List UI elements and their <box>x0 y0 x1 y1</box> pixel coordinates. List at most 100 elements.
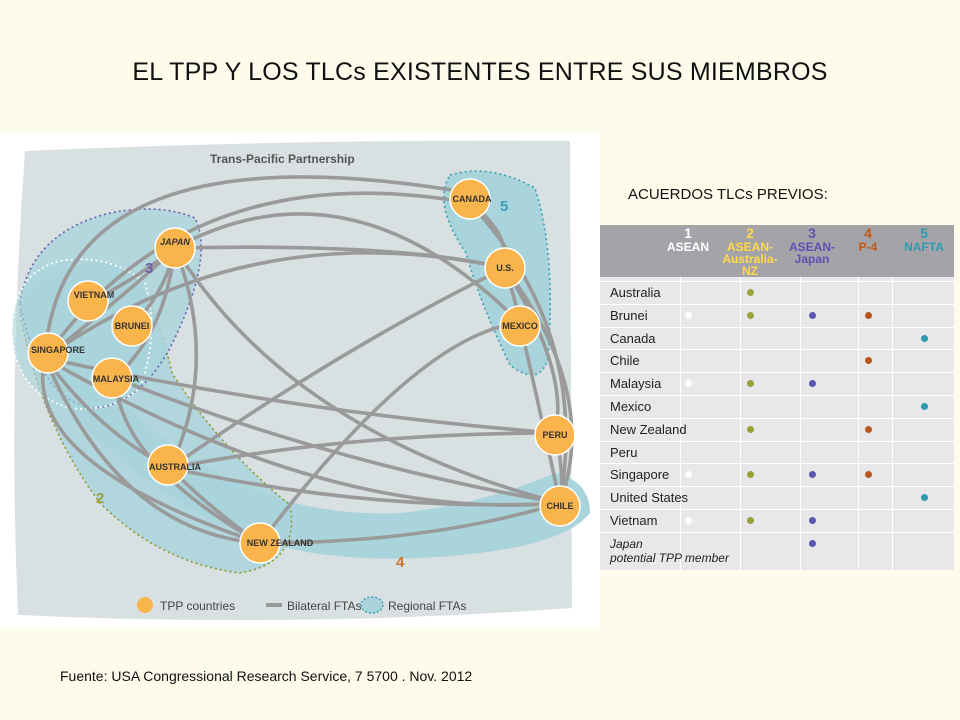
row-label-line: Japan <box>610 536 643 551</box>
node-japan[interactable]: JAPAN <box>154 227 196 269</box>
svg-text:CANADA: CANADA <box>453 194 492 204</box>
legend-node-swatch <box>137 597 153 613</box>
legend-regional-ftas: Regional FTAs <box>388 599 466 613</box>
link <box>168 246 199 470</box>
membership-dot <box>746 380 754 388</box>
table-row: Chile <box>600 349 954 371</box>
svg-text:NEW ZEALAND: NEW ZEALAND <box>247 538 314 548</box>
row-country-label: Vietnam <box>610 513 658 528</box>
column-number: 1 <box>684 225 692 241</box>
row-country-label: United States <box>610 490 689 506</box>
column-number: 5 <box>920 225 928 241</box>
tpp-diagram: Trans-Pacific Partnership <box>0 133 600 628</box>
column-divider <box>892 277 893 570</box>
svg-text:BRUNEI: BRUNEI <box>115 321 150 331</box>
node-australia[interactable]: AUSTRALIA <box>147 444 201 486</box>
table-title: ACUERDOS TLCs PREVIOS: <box>628 186 828 203</box>
node-us[interactable]: U.S. <box>484 247 526 289</box>
membership-dot <box>920 403 928 410</box>
column-label: Australia-NZ <box>722 252 778 278</box>
table-row: Mexico <box>600 395 954 417</box>
membership-dot <box>746 471 754 479</box>
node-mexico[interactable]: MEXICO <box>499 305 541 347</box>
row-country-label: Canada <box>610 330 656 346</box>
column-number: 3 <box>808 225 816 241</box>
table-row: Australia <box>600 281 954 303</box>
membership-dot <box>684 471 692 479</box>
link <box>168 431 557 470</box>
row-country-label: New Zealand <box>610 421 687 437</box>
row-country-label: Mexico <box>610 399 652 414</box>
link <box>168 466 562 507</box>
column-label: ASEAN- <box>788 240 835 254</box>
row-country-label: Chile <box>610 353 640 369</box>
membership-dot <box>746 517 754 524</box>
group-number-2: 2 <box>96 490 104 507</box>
tpp-network-svg: Trans-Pacific Partnership <box>7 140 590 621</box>
row-country-label: Peru <box>610 444 638 460</box>
membership-dot <box>864 471 872 479</box>
column-label: ASEAN <box>666 240 709 254</box>
column-number: 4 <box>864 225 872 241</box>
group-number-5: 5 <box>500 198 508 215</box>
membership-dot <box>864 357 872 365</box>
link <box>173 246 562 505</box>
node-brunei[interactable]: BRUNEI <box>111 305 153 347</box>
table-row: Canada <box>600 326 954 349</box>
table-row: United States <box>600 486 954 508</box>
membership-dot <box>746 311 754 319</box>
column-label: NAFTA <box>904 240 944 254</box>
column-label: P-4 <box>858 240 878 254</box>
membership-dot <box>920 494 928 502</box>
table-row: Peru <box>600 440 954 463</box>
link <box>168 266 507 470</box>
svg-text:SINGAPORE: SINGAPORE <box>31 345 85 355</box>
link <box>503 266 574 505</box>
membership-dot <box>808 517 816 524</box>
node-new-zealand[interactable]: NEW ZEALAND <box>239 522 314 564</box>
row-label-line: potential TPP member <box>610 550 729 565</box>
membership-dot <box>746 425 754 433</box>
diagram-legend: TPP countries Bilateral FTAs Regional FT… <box>137 596 466 614</box>
node-canada[interactable]: CANADA <box>449 178 492 220</box>
svg-text:MEXICO: MEXICO <box>502 321 538 331</box>
node-singapore[interactable]: SINGAPORE <box>27 332 85 374</box>
table-row: Malaysia <box>600 372 954 394</box>
node-vietnam[interactable]: VIETNAM <box>67 280 115 322</box>
membership-dot <box>808 380 816 388</box>
membership-dot <box>864 311 872 319</box>
column-number: 2 <box>746 225 754 241</box>
svg-text:JAPAN: JAPAN <box>160 237 190 247</box>
membership-dot <box>684 311 692 319</box>
table-row: Vietnam <box>600 509 954 531</box>
row-country-label: Singapore <box>610 467 670 483</box>
svg-text:VIETNAM: VIETNAM <box>74 290 115 300</box>
svg-text:AUSTRALIA: AUSTRALIA <box>149 462 201 472</box>
row-country-label: Brunei <box>610 307 648 323</box>
node-chile[interactable]: CHILE <box>539 485 581 527</box>
source-note: Fuente: USA Congressional Research Servi… <box>60 668 473 684</box>
node-peru[interactable]: PERU <box>534 414 576 456</box>
link <box>258 321 522 545</box>
legend-tpp-countries: TPP countries <box>160 599 235 613</box>
svg-text:PERU: PERU <box>542 430 567 440</box>
membership-dot <box>920 334 928 342</box>
legend-region-swatch <box>360 596 384 614</box>
link <box>40 356 262 545</box>
group-number-4: 4 <box>396 554 405 571</box>
row-country-label: Malaysia <box>610 376 662 392</box>
node-malaysia[interactable]: MALAYSIA <box>91 357 140 399</box>
membership-dot <box>864 425 872 433</box>
membership-dot <box>808 539 816 547</box>
membership-dot <box>808 311 816 319</box>
column-divider <box>858 277 859 570</box>
group-numbers: 1 2 3 4 5 <box>7 198 508 571</box>
legend-bilateral-ftas: Bilateral FTAs <box>287 599 361 613</box>
